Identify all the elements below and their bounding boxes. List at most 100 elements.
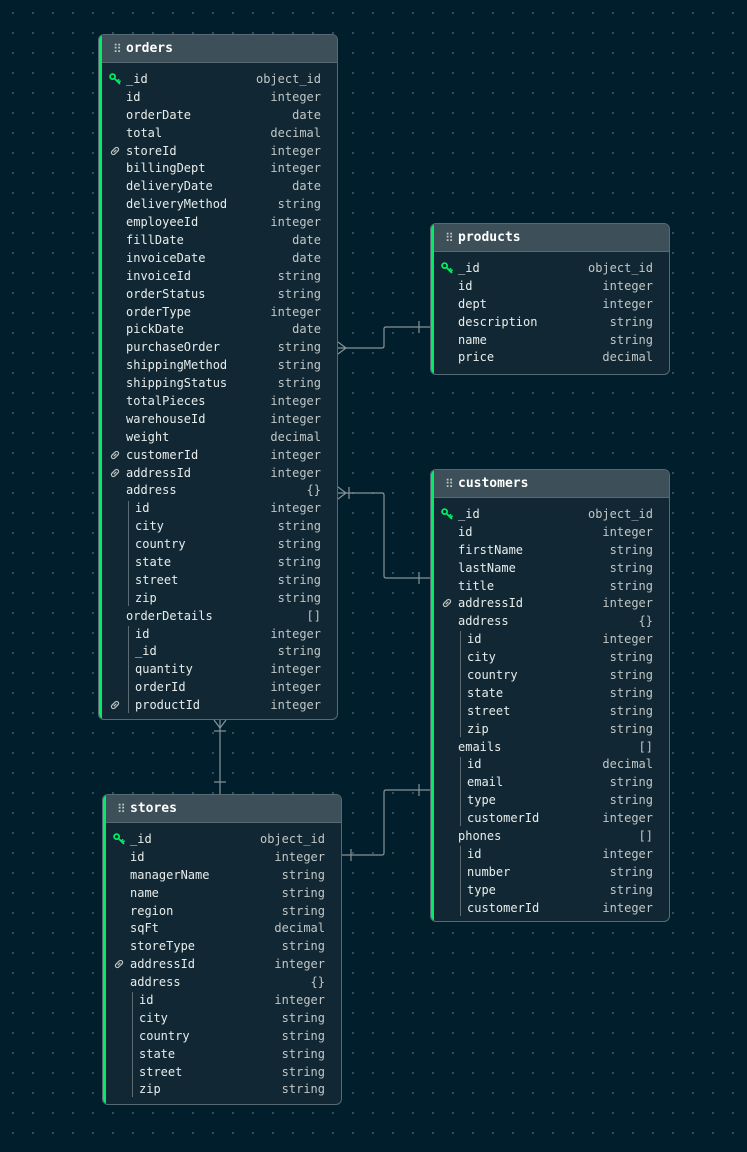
field-name: deliveryDate (126, 179, 213, 194)
field-row[interactable]: orderDetails[] (99, 607, 337, 625)
collection-header[interactable]: ⠿products (431, 224, 669, 252)
field-name: managerName (130, 867, 210, 882)
field-type: date (292, 179, 321, 194)
field-type: {} (306, 483, 321, 498)
drag-handle-icon[interactable]: ⠿ (117, 801, 126, 816)
field-name: orderType (126, 304, 192, 319)
field-row[interactable]: address{} (103, 973, 341, 991)
field-row[interactable]: address{} (431, 612, 669, 630)
field-name: name (130, 885, 159, 900)
collection-header[interactable]: ⠿orders (99, 35, 337, 63)
field-row[interactable]: emails[] (431, 738, 669, 756)
collection-header[interactable]: ⠿customers (431, 470, 669, 498)
drag-handle-icon[interactable]: ⠿ (445, 230, 454, 245)
field-row[interactable]: phones[] (431, 827, 669, 845)
drag-handle-icon[interactable]: ⠿ (445, 476, 454, 491)
collection-header[interactable]: ⠿stores (103, 795, 341, 823)
field-name: _id (458, 260, 480, 275)
field-row[interactable]: address{} (99, 481, 337, 499)
field-row[interactable]: deliveryDate date (99, 177, 337, 195)
drag-handle-icon[interactable]: ⠿ (113, 41, 122, 56)
